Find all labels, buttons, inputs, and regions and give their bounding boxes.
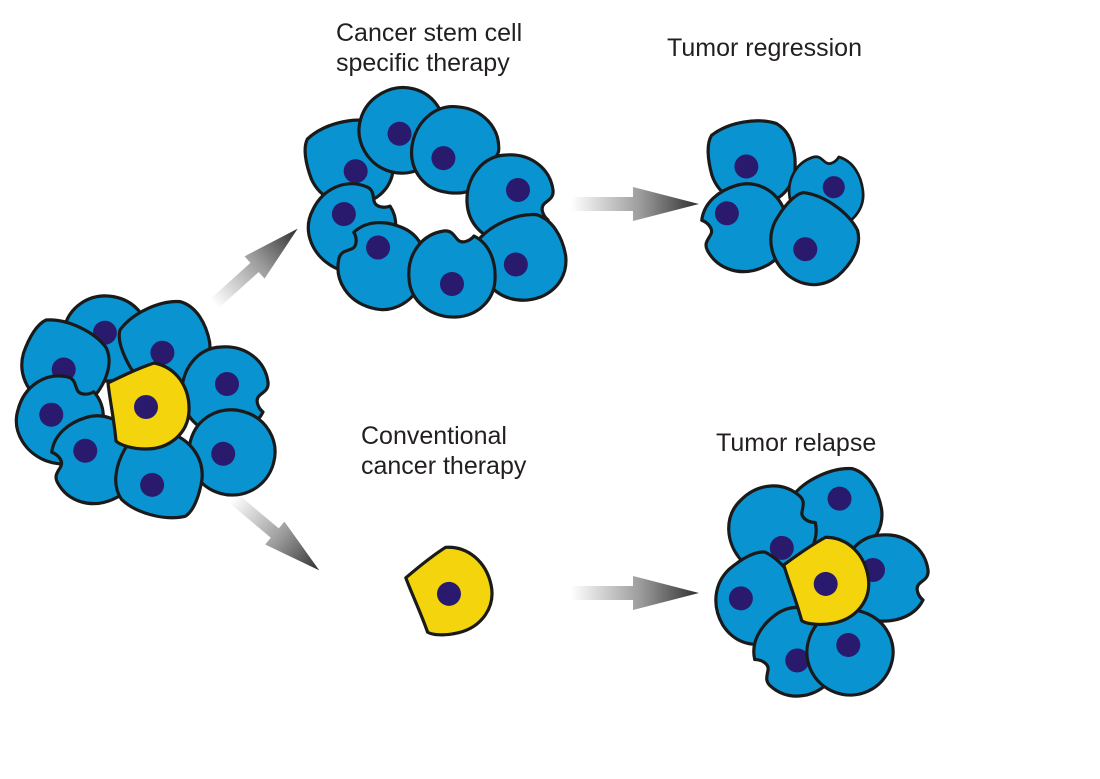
regression-tumor xyxy=(688,116,874,303)
cancer-cell xyxy=(407,229,497,319)
cancer-cell xyxy=(3,363,117,477)
nucleus xyxy=(769,535,794,560)
nucleus xyxy=(366,235,391,260)
cancer-cell xyxy=(180,345,270,435)
nucleus xyxy=(785,648,810,673)
cancer-cell xyxy=(704,116,801,211)
arrow-to-regression xyxy=(571,187,699,221)
nucleus xyxy=(503,252,528,277)
label-tumor-regression: Tumor regression xyxy=(667,33,862,63)
nucleus xyxy=(734,154,759,179)
nucleus xyxy=(714,201,739,226)
cancer-cell xyxy=(110,290,223,402)
cancer-cell xyxy=(291,167,413,289)
cancer-cell xyxy=(782,148,870,236)
nucleus xyxy=(836,632,861,657)
nucleus xyxy=(150,340,175,365)
label-conventional-line2: cancer therapy xyxy=(361,452,527,480)
cancer-cell xyxy=(793,596,907,709)
arrow-to-stem-therapy xyxy=(203,217,308,316)
label-conventional-therapy: Conventional cancer therapy xyxy=(361,421,526,481)
nucleus xyxy=(822,176,845,199)
nucleus xyxy=(215,372,239,396)
nucleus xyxy=(387,121,412,146)
nucleus xyxy=(440,272,464,296)
label-tumor-regression-text: Tumor regression xyxy=(667,34,862,62)
cancer-cell xyxy=(782,457,895,569)
cancer-cell xyxy=(466,203,579,315)
nucleus xyxy=(140,472,165,497)
nucleus xyxy=(813,571,838,596)
nucleus xyxy=(39,402,64,427)
cancer-cell xyxy=(735,589,861,715)
label-stem-therapy-line2: specific therapy xyxy=(336,49,510,77)
cancer-cell xyxy=(342,70,463,191)
cancer-cell xyxy=(465,153,555,243)
cancer-cell xyxy=(325,209,439,323)
label-tumor-relapse-text: Tumor relapse xyxy=(716,429,877,457)
nucleus xyxy=(211,441,236,466)
cancer-cell xyxy=(688,171,802,285)
cancer-cell xyxy=(38,403,152,517)
nucleus xyxy=(343,159,368,184)
nucleus xyxy=(431,146,456,171)
cancer-cell xyxy=(697,540,817,661)
cancer-cell xyxy=(750,179,874,303)
nucleus xyxy=(73,438,98,463)
cancer-cell xyxy=(177,398,287,507)
nucleus xyxy=(506,178,530,202)
arrow-to-relapse xyxy=(571,576,699,610)
nucleus xyxy=(728,586,753,611)
cancer-cell xyxy=(298,112,402,214)
label-stem-therapy: Cancer stem cell specific therapy xyxy=(336,18,522,78)
ring-tumor xyxy=(291,70,579,323)
surviving-stem-cell xyxy=(399,537,503,644)
relapse-tumor xyxy=(697,457,930,715)
nucleus xyxy=(436,581,461,606)
label-stem-therapy-line1: Cancer stem cell xyxy=(336,19,523,47)
cancer-cell xyxy=(709,467,835,593)
nucleus xyxy=(827,486,852,511)
arrow-to-conventional-therapy xyxy=(223,486,329,582)
cancer-cell xyxy=(403,98,507,202)
label-tumor-relapse: Tumor relapse xyxy=(716,428,876,458)
nucleus xyxy=(331,202,356,227)
label-conventional-line1: Conventional xyxy=(361,422,507,450)
initial-tumor xyxy=(3,287,287,530)
stem-cell xyxy=(778,529,877,632)
nucleus xyxy=(134,395,158,419)
cancer-cell xyxy=(103,418,217,530)
stem-cell xyxy=(106,361,191,451)
nucleus xyxy=(793,237,818,262)
